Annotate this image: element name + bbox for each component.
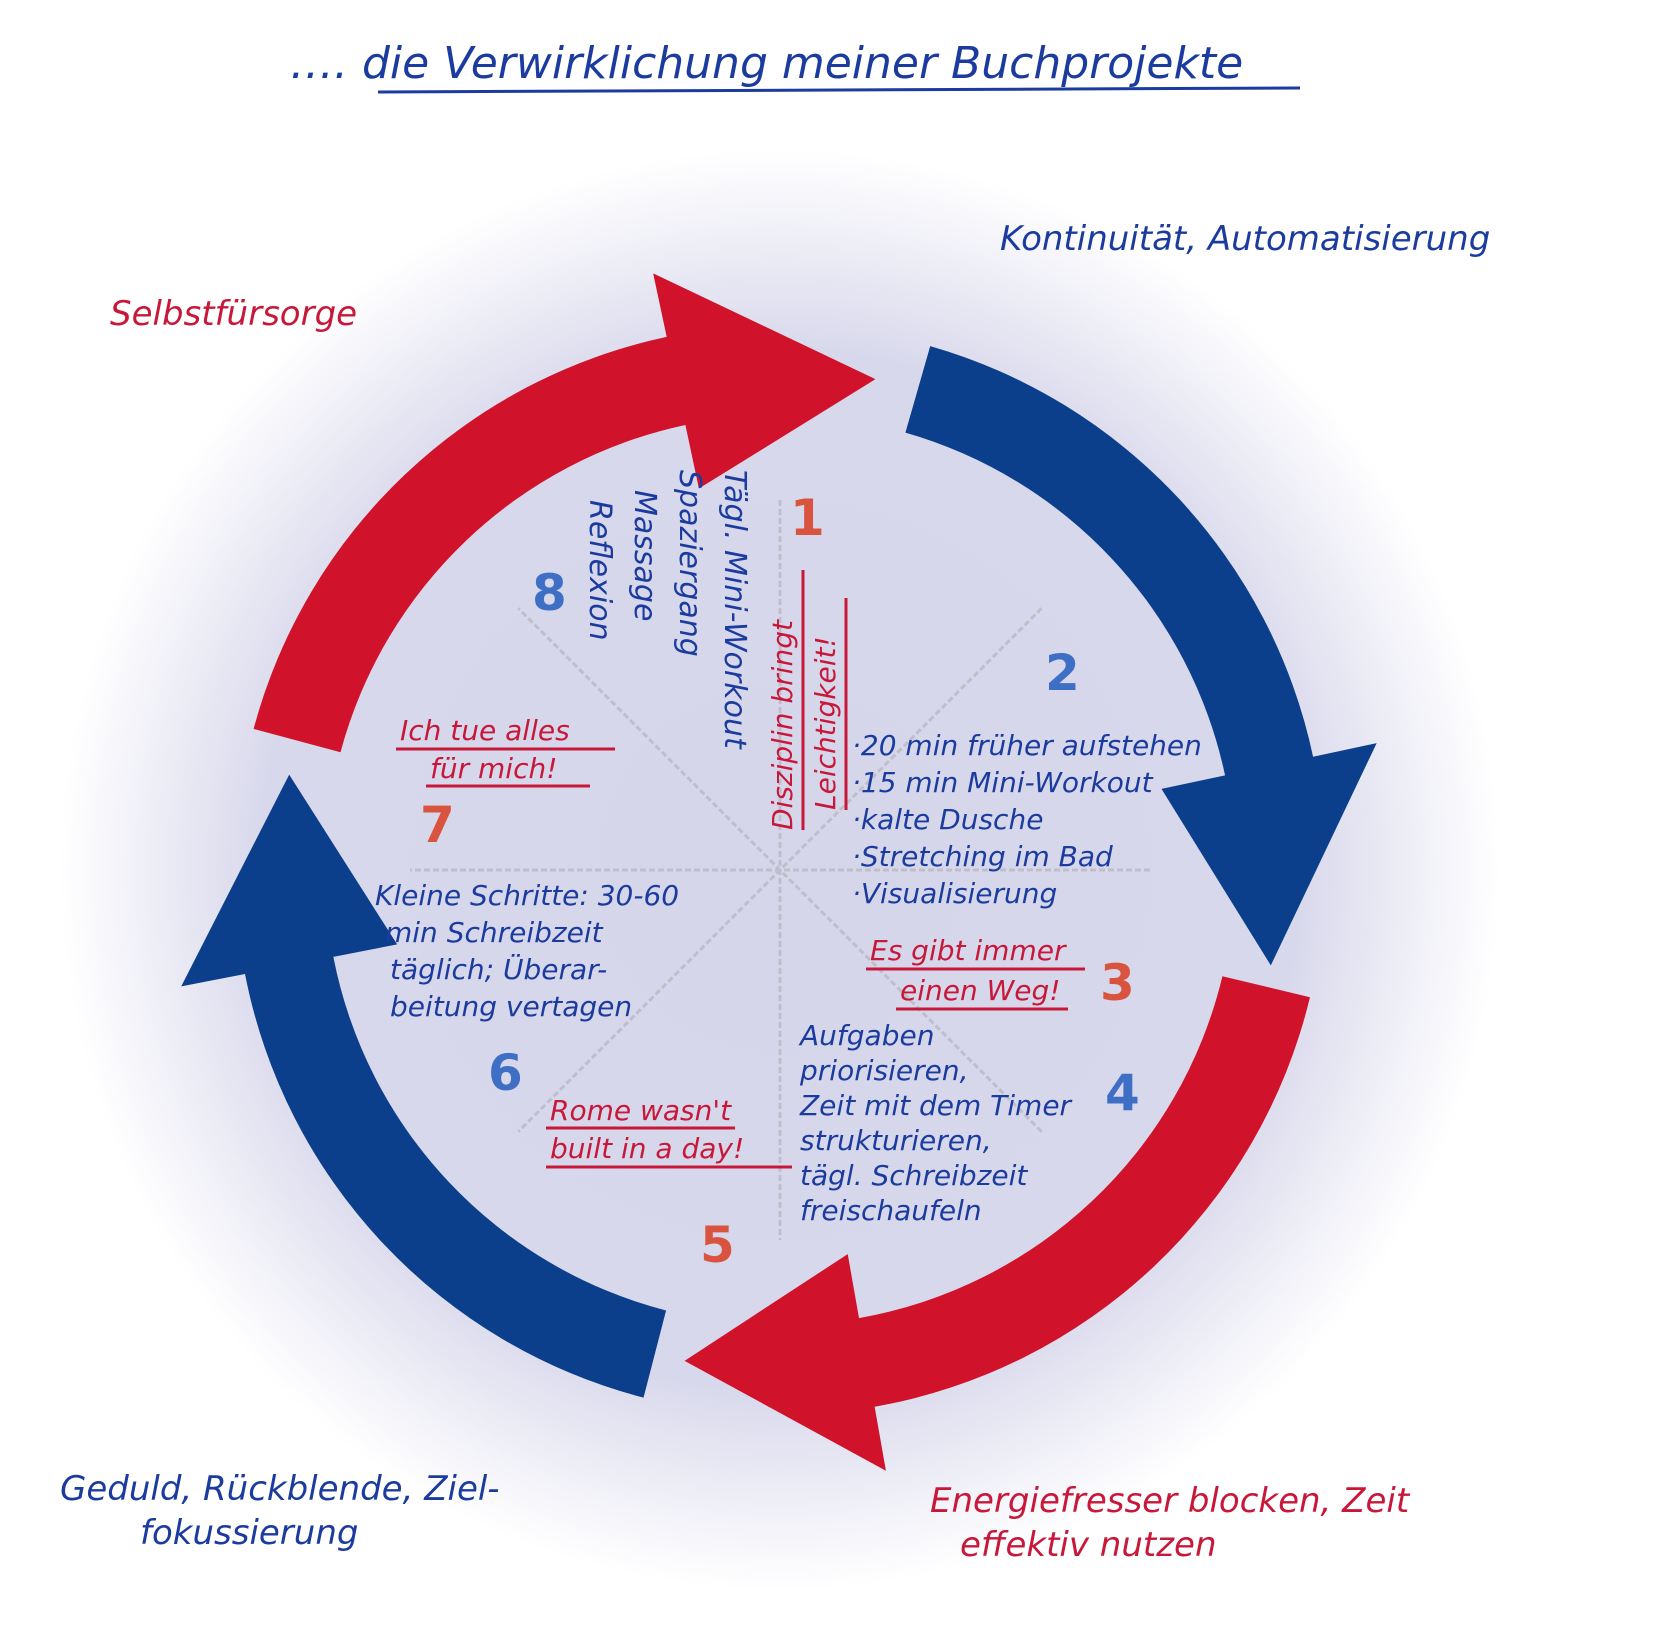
segment-8-line: Massage: [627, 490, 662, 621]
segment-4-line: Aufgaben: [798, 1019, 934, 1052]
segment-number-2: 2: [1045, 644, 1080, 702]
segment-6-text: Kleine Schritte: 30-60 min Schreibzeit t…: [375, 879, 679, 1023]
segment-6-line: min Schreibzeit: [385, 916, 604, 949]
segment-2-line: ·Stretching im Bad: [852, 840, 1113, 873]
segment-2-line: ·Visualisierung: [852, 877, 1057, 910]
segment-8-text: Tägl. Mini-Workout Spaziergang Massage R…: [582, 470, 752, 750]
segment-1-line: Leichtigkeit!: [809, 636, 842, 810]
segment-5-line: Rome wasn't: [550, 1094, 732, 1127]
title-underline: [377, 86, 1301, 94]
label-energiefresser-line: effektiv nutzen: [960, 1525, 1217, 1565]
segment-2-text: ·20 min früher aufstehen ·15 min Mini-Wo…: [852, 729, 1202, 910]
segment-5-line: built in a day!: [550, 1132, 744, 1165]
segment-1-line: Disziplin bringt: [766, 619, 799, 830]
segment-7-line: für mich!: [430, 752, 557, 785]
segment-number-4: 4: [1105, 1064, 1140, 1122]
segment-6-line: täglich; Überar-: [390, 952, 607, 986]
segment-divider-line: [517, 607, 1043, 1133]
segment-6-line: beitung vertagen: [390, 990, 632, 1023]
title-group: …. die Verwirklichung meiner Buchprojekt…: [290, 38, 1301, 94]
label-selbstfuersorge: Selbstfürsorge: [110, 294, 357, 334]
segment-8-line: Spaziergang: [672, 470, 707, 657]
segment-number-8: 8: [532, 564, 567, 622]
segment-6-line: Kleine Schritte: 30-60: [375, 879, 679, 912]
segment-3-text: Es gibt immer einen Weg!: [866, 934, 1085, 1011]
segment-4-text: Aufgaben priorisieren, Zeit mit dem Time…: [798, 1019, 1073, 1227]
label-geduld-line: fokussierung: [140, 1513, 358, 1553]
segment-8-line: Tägl. Mini-Workout: [717, 470, 752, 750]
segment-number-6: 6: [488, 1044, 523, 1102]
segment-number-1: 1: [790, 489, 825, 547]
label-geduld-line: Geduld, Rückblende, Ziel-: [60, 1469, 500, 1509]
segment-number-5: 5: [700, 1216, 735, 1274]
segment-number-3: 3: [1100, 954, 1135, 1012]
label-energiefresser-line: Energiefresser blocken, Zeit: [930, 1481, 1411, 1521]
segment-1-text: Disziplin bringt Leichtigkeit!: [766, 570, 848, 830]
arrow-selbstfuersorge: [253, 273, 876, 753]
segment-4-line: priorisieren,: [799, 1054, 968, 1087]
arrow-energiefresser: [684, 976, 1310, 1471]
arrow-geduld: [181, 774, 667, 1398]
diagram-title: …. die Verwirklichung meiner Buchprojekt…: [290, 38, 1243, 89]
segment-7-text: Ich tue alles für mich!: [396, 714, 615, 788]
segment-4-line: strukturieren,: [800, 1124, 992, 1157]
segment-dividers: [410, 500, 1150, 1240]
segment-8-line: Reflexion: [582, 500, 617, 641]
label-kontinuitaet: Kontinuität, Automatisierung: [1000, 219, 1490, 259]
segment-5-text: Rome wasn't built in a day!: [546, 1094, 792, 1169]
segment-numbers: 1 2 3 4 5 6 7 8: [420, 489, 1140, 1274]
segment-2-line: ·15 min Mini-Workout: [852, 766, 1154, 799]
segment-7-line: Ich tue alles: [400, 714, 570, 747]
arrow-kontinuitaet: [905, 346, 1377, 966]
segment-3-line: Es gibt immer: [870, 934, 1067, 967]
segment-4-line: Zeit mit dem Timer: [799, 1089, 1073, 1122]
segment-4-line: tägl. Schreibzeit: [800, 1159, 1028, 1192]
segment-3-line: einen Weg!: [900, 974, 1061, 1007]
segment-2-line: ·kalte Dusche: [852, 803, 1043, 836]
segment-4-line: freischaufeln: [800, 1194, 982, 1227]
segment-number-7: 7: [420, 796, 455, 854]
segment-2-line: ·20 min früher aufstehen: [852, 729, 1202, 762]
cycle-arrows: [181, 273, 1377, 1471]
